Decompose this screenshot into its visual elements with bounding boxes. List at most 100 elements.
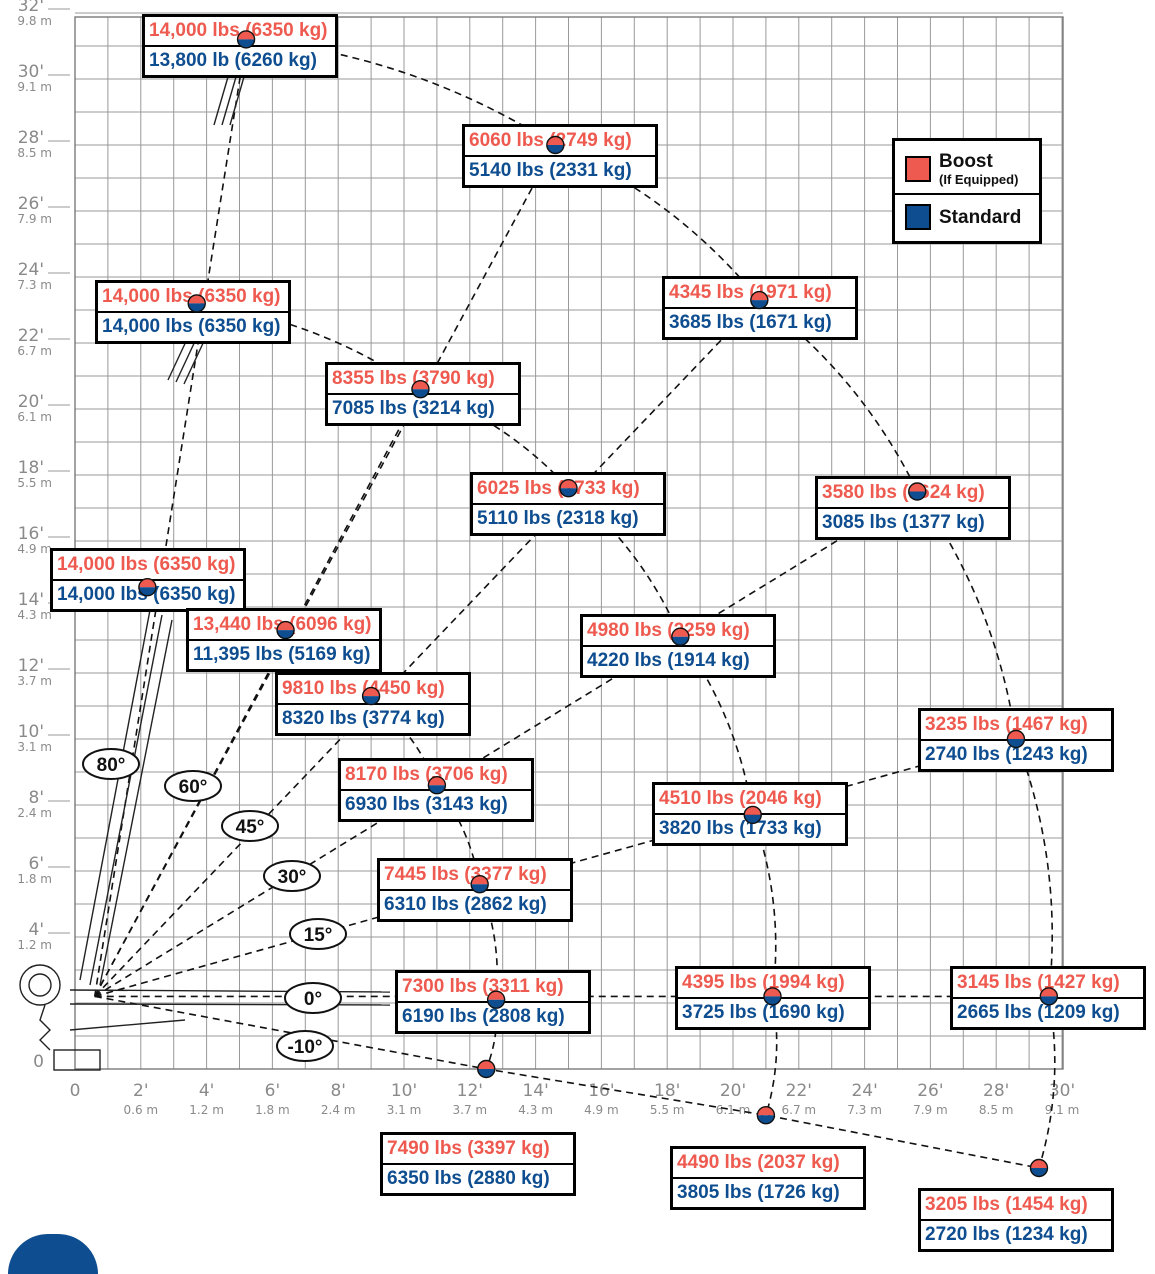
boom-horizontal-bottom	[69, 1003, 391, 1006]
y-tick-metric: 1.2 m	[17, 938, 52, 952]
x-tick-metric: 0.6 m	[124, 1103, 159, 1117]
standard-capacity: 13,800 lb (6260 kg)	[145, 45, 335, 75]
load-box: 4395 lbs (1994 kg)3725 lbs (1690 kg)	[675, 966, 871, 1030]
angle-label: -10°	[287, 1037, 322, 1058]
y-tick-label: 28'	[18, 128, 44, 148]
x-tick-label: 24'	[851, 1081, 877, 1101]
crane-spring	[39, 1004, 51, 1051]
y-tick-label: 24'	[18, 260, 44, 280]
ray-80	[93, 39, 247, 997]
x-tick-label: 0	[70, 1081, 81, 1101]
y-tick-metric: 3.7 m	[17, 674, 52, 688]
legend-standard-label: Standard	[939, 206, 1022, 228]
ray-10	[94, 738, 1017, 998]
crane-winch	[19, 964, 61, 1006]
x-tick-label: 2'	[133, 1081, 149, 1101]
standard-capacity: 3085 lbs (1377 kg)	[818, 507, 1008, 537]
boom-vertical-2	[99, 619, 173, 986]
boost-capacity: 4490 lbs (2037 kg)	[677, 1152, 840, 1173]
load-box: 14,000 lbs (6350 kg)13,800 lb (6260 kg)	[142, 14, 338, 78]
x-tick-label: 30'	[1049, 1081, 1075, 1101]
y-tick-label: 8'	[29, 788, 45, 808]
standard-capacity: 5140 lbs (2331 kg)	[465, 155, 655, 185]
boost-capacity: 6025 lbs (2733 kg)	[477, 478, 640, 499]
x-tick-metric: 2.4 m	[321, 1103, 356, 1117]
y-tick-metric: 3.1 m	[17, 740, 52, 754]
boost-capacity: 7445 lbs (3377 kg)	[384, 864, 547, 885]
x-tick-label: 8'	[330, 1081, 346, 1101]
angle-label: 0°	[304, 989, 322, 1010]
angle-badge	[82, 748, 140, 780]
load-box: 7445 lbs (3377 kg)6310 lbs (2862 kg)	[377, 858, 573, 922]
load-box: 14,000 lbs (6350 kg)14,000 lbs (6350 kg)	[50, 548, 246, 612]
y-tick-label: 14'	[18, 590, 44, 610]
boost-capacity: 3205 lbs (1454 kg)	[925, 1194, 1088, 1215]
angle-label: 30°	[278, 867, 307, 888]
standard-capacity: 8320 lbs (3774 kg)	[278, 703, 468, 733]
y-tick-metric: 6.1 m	[17, 410, 52, 424]
x-tick-label: 14'	[522, 1081, 548, 1101]
boom-top-1	[221, 69, 239, 126]
load-box: 4510 lbs (2046 kg)3820 lbs (1733 kg)	[652, 782, 848, 846]
load-box: 3145 lbs (1427 kg) 2665 lbs (1209 kg)	[950, 966, 1146, 1030]
x-tick-label: 28'	[983, 1081, 1009, 1101]
standard-capacity: 6350 lbs (2880 kg)	[383, 1163, 573, 1193]
standard-capacity: 2720 lbs (1234 kg)	[921, 1219, 1111, 1249]
y-tick-label: 6'	[29, 854, 45, 874]
y-tick-metric: 7.3 m	[17, 278, 52, 292]
standard-capacity: 14,000 lbs (6350 kg)	[98, 311, 288, 341]
boom-top-2	[229, 69, 247, 126]
y-tick-label: 10'	[18, 722, 44, 742]
boost-capacity: 3235 lbs (1467 kg)	[925, 714, 1088, 735]
boom-vertical-0	[79, 609, 151, 981]
x-tick-metric: 5.5 m	[650, 1103, 685, 1117]
boost-capacity: 3580 lbs (1624 kg)	[822, 482, 985, 503]
ray-minus10	[94, 995, 1040, 1169]
load-box: 4345 lbs (1971 kg)3685 lbs (1671 kg)	[662, 276, 858, 340]
boost-capacity: 9810 lbs (4450 kg)	[282, 678, 445, 699]
legend-standard: Standard	[895, 193, 1039, 239]
angle-badge	[164, 770, 222, 802]
standard-capacity: 3685 lbs (1671 kg)	[665, 307, 855, 337]
y-tick-label: 22'	[18, 326, 44, 346]
boost-capacity: 4980 lbs (2259 kg)	[587, 620, 750, 641]
x-tick-label: 20'	[720, 1081, 746, 1101]
x-tick-metric: 7.9 m	[913, 1103, 948, 1117]
angle-labels: 80°60°45°30°15°0°-10°	[82, 748, 347, 1062]
boom-vertical-1	[89, 614, 163, 986]
load-box: 4980 lbs (2259 kg)4220 lbs (1914 kg)	[580, 614, 776, 678]
load-box: 8355 lbs (3790 kg)7085 lbs (3214 kg)	[325, 362, 521, 426]
standard-capacity: 7085 lbs (3214 kg)	[328, 393, 518, 423]
boom-horizontal-top	[69, 989, 391, 993]
x-tick-label: 10'	[391, 1081, 417, 1101]
x-tick-metric: 7.3 m	[847, 1103, 882, 1117]
y-tick-label: 20'	[18, 392, 44, 412]
load-box: 7300 lbs (3311 kg)6190 lbs (2808 kg)	[395, 970, 591, 1034]
y-tick-metric: 7.9 m	[17, 212, 52, 226]
ray-45	[94, 144, 557, 997]
angle-badge	[289, 918, 347, 950]
y-tick-label: 18'	[18, 458, 44, 478]
load-box: 7490 lbs (3397 kg)6350 lbs (2880 kg)	[380, 1132, 576, 1196]
reach-arc-outer-low	[1038, 996, 1056, 1169]
reach-arc-outer	[246, 38, 1054, 997]
ray-15	[94, 490, 918, 998]
load-box: 14,000 lbs (6350 kg)14,000 lbs (6350 kg)	[95, 280, 291, 344]
grid-frame	[74, 16, 1064, 1070]
load-box: 4490 lbs (2037 kg)3805 lbs (1726 kg)	[670, 1146, 866, 1210]
boost-capacity: 3145 lbs (1427 kg)	[957, 972, 1120, 993]
boost-capacity: 4510 lbs (2046 kg)	[659, 788, 822, 809]
load-box: 6060 lbs (2749 kg)5140 lbs (2331 kg)	[462, 124, 658, 188]
legend-boost: Boost (If Equipped)	[895, 147, 1039, 191]
x-tick-metric: 9.1 m	[1045, 1103, 1080, 1117]
legend: Boost (If Equipped) Standard	[892, 138, 1042, 244]
standard-capacity: 6930 lbs (3143 kg)	[341, 789, 531, 819]
y-tick-label: 32'	[18, 0, 44, 16]
boom-cylinder	[69, 1019, 186, 1031]
x-tick-label: 12'	[457, 1081, 483, 1101]
x-tick-metric: 4.9 m	[584, 1103, 619, 1117]
standard-capacity: 2665 lbs (1209 kg)	[953, 997, 1143, 1027]
boost-swatch	[905, 156, 931, 182]
boost-capacity: 7300 lbs (3311 kg)	[402, 976, 564, 997]
